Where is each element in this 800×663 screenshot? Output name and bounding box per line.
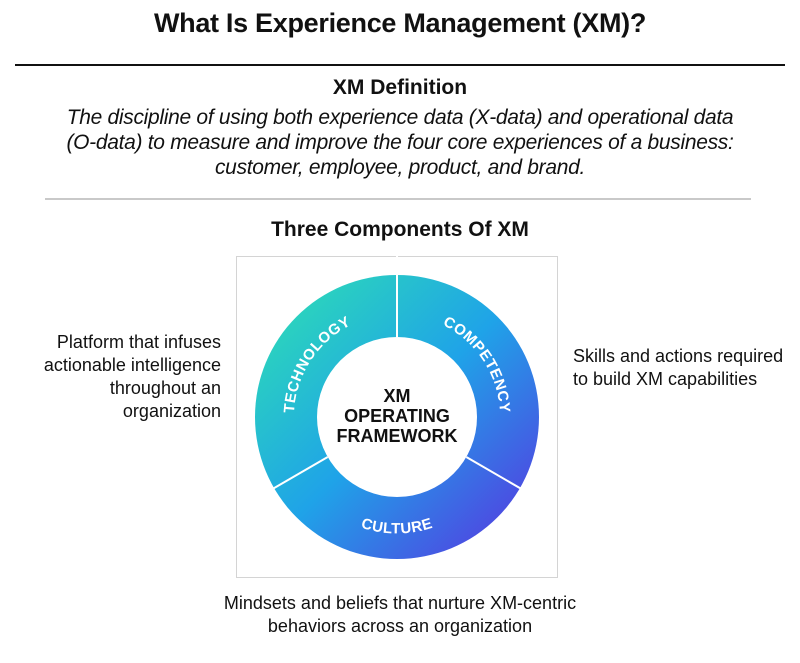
ring-divider-left <box>256 456 329 499</box>
definition-heading: XM Definition <box>332 76 468 99</box>
segment-label-culture: CULTURE <box>359 515 434 537</box>
ring-divider-right <box>465 456 538 499</box>
center-label-line-2: OPERATING <box>344 406 450 426</box>
xm-framework-ring: TECHNOLOGY COMPETENCY CULTURE XM OPERATI… <box>255 256 539 559</box>
culture-description: Mindsets and beliefs that nurture XM-cen… <box>223 593 577 636</box>
center-label-line-1: XM <box>384 386 411 406</box>
title-divider <box>15 64 785 66</box>
components-heading: Three Components Of XM <box>271 218 529 241</box>
center-label-line-3: FRAMEWORK <box>337 426 458 446</box>
technology-description: Platform that infuses actionable intelli… <box>43 332 221 421</box>
competency-description: Skills and actions required to build XM … <box>573 346 784 389</box>
definition-text: The discipline of using both experience … <box>66 106 734 179</box>
page-title: What Is Experience Management (XM)? <box>153 8 647 38</box>
section-divider <box>45 198 751 200</box>
ring-inner-hole <box>317 337 477 497</box>
